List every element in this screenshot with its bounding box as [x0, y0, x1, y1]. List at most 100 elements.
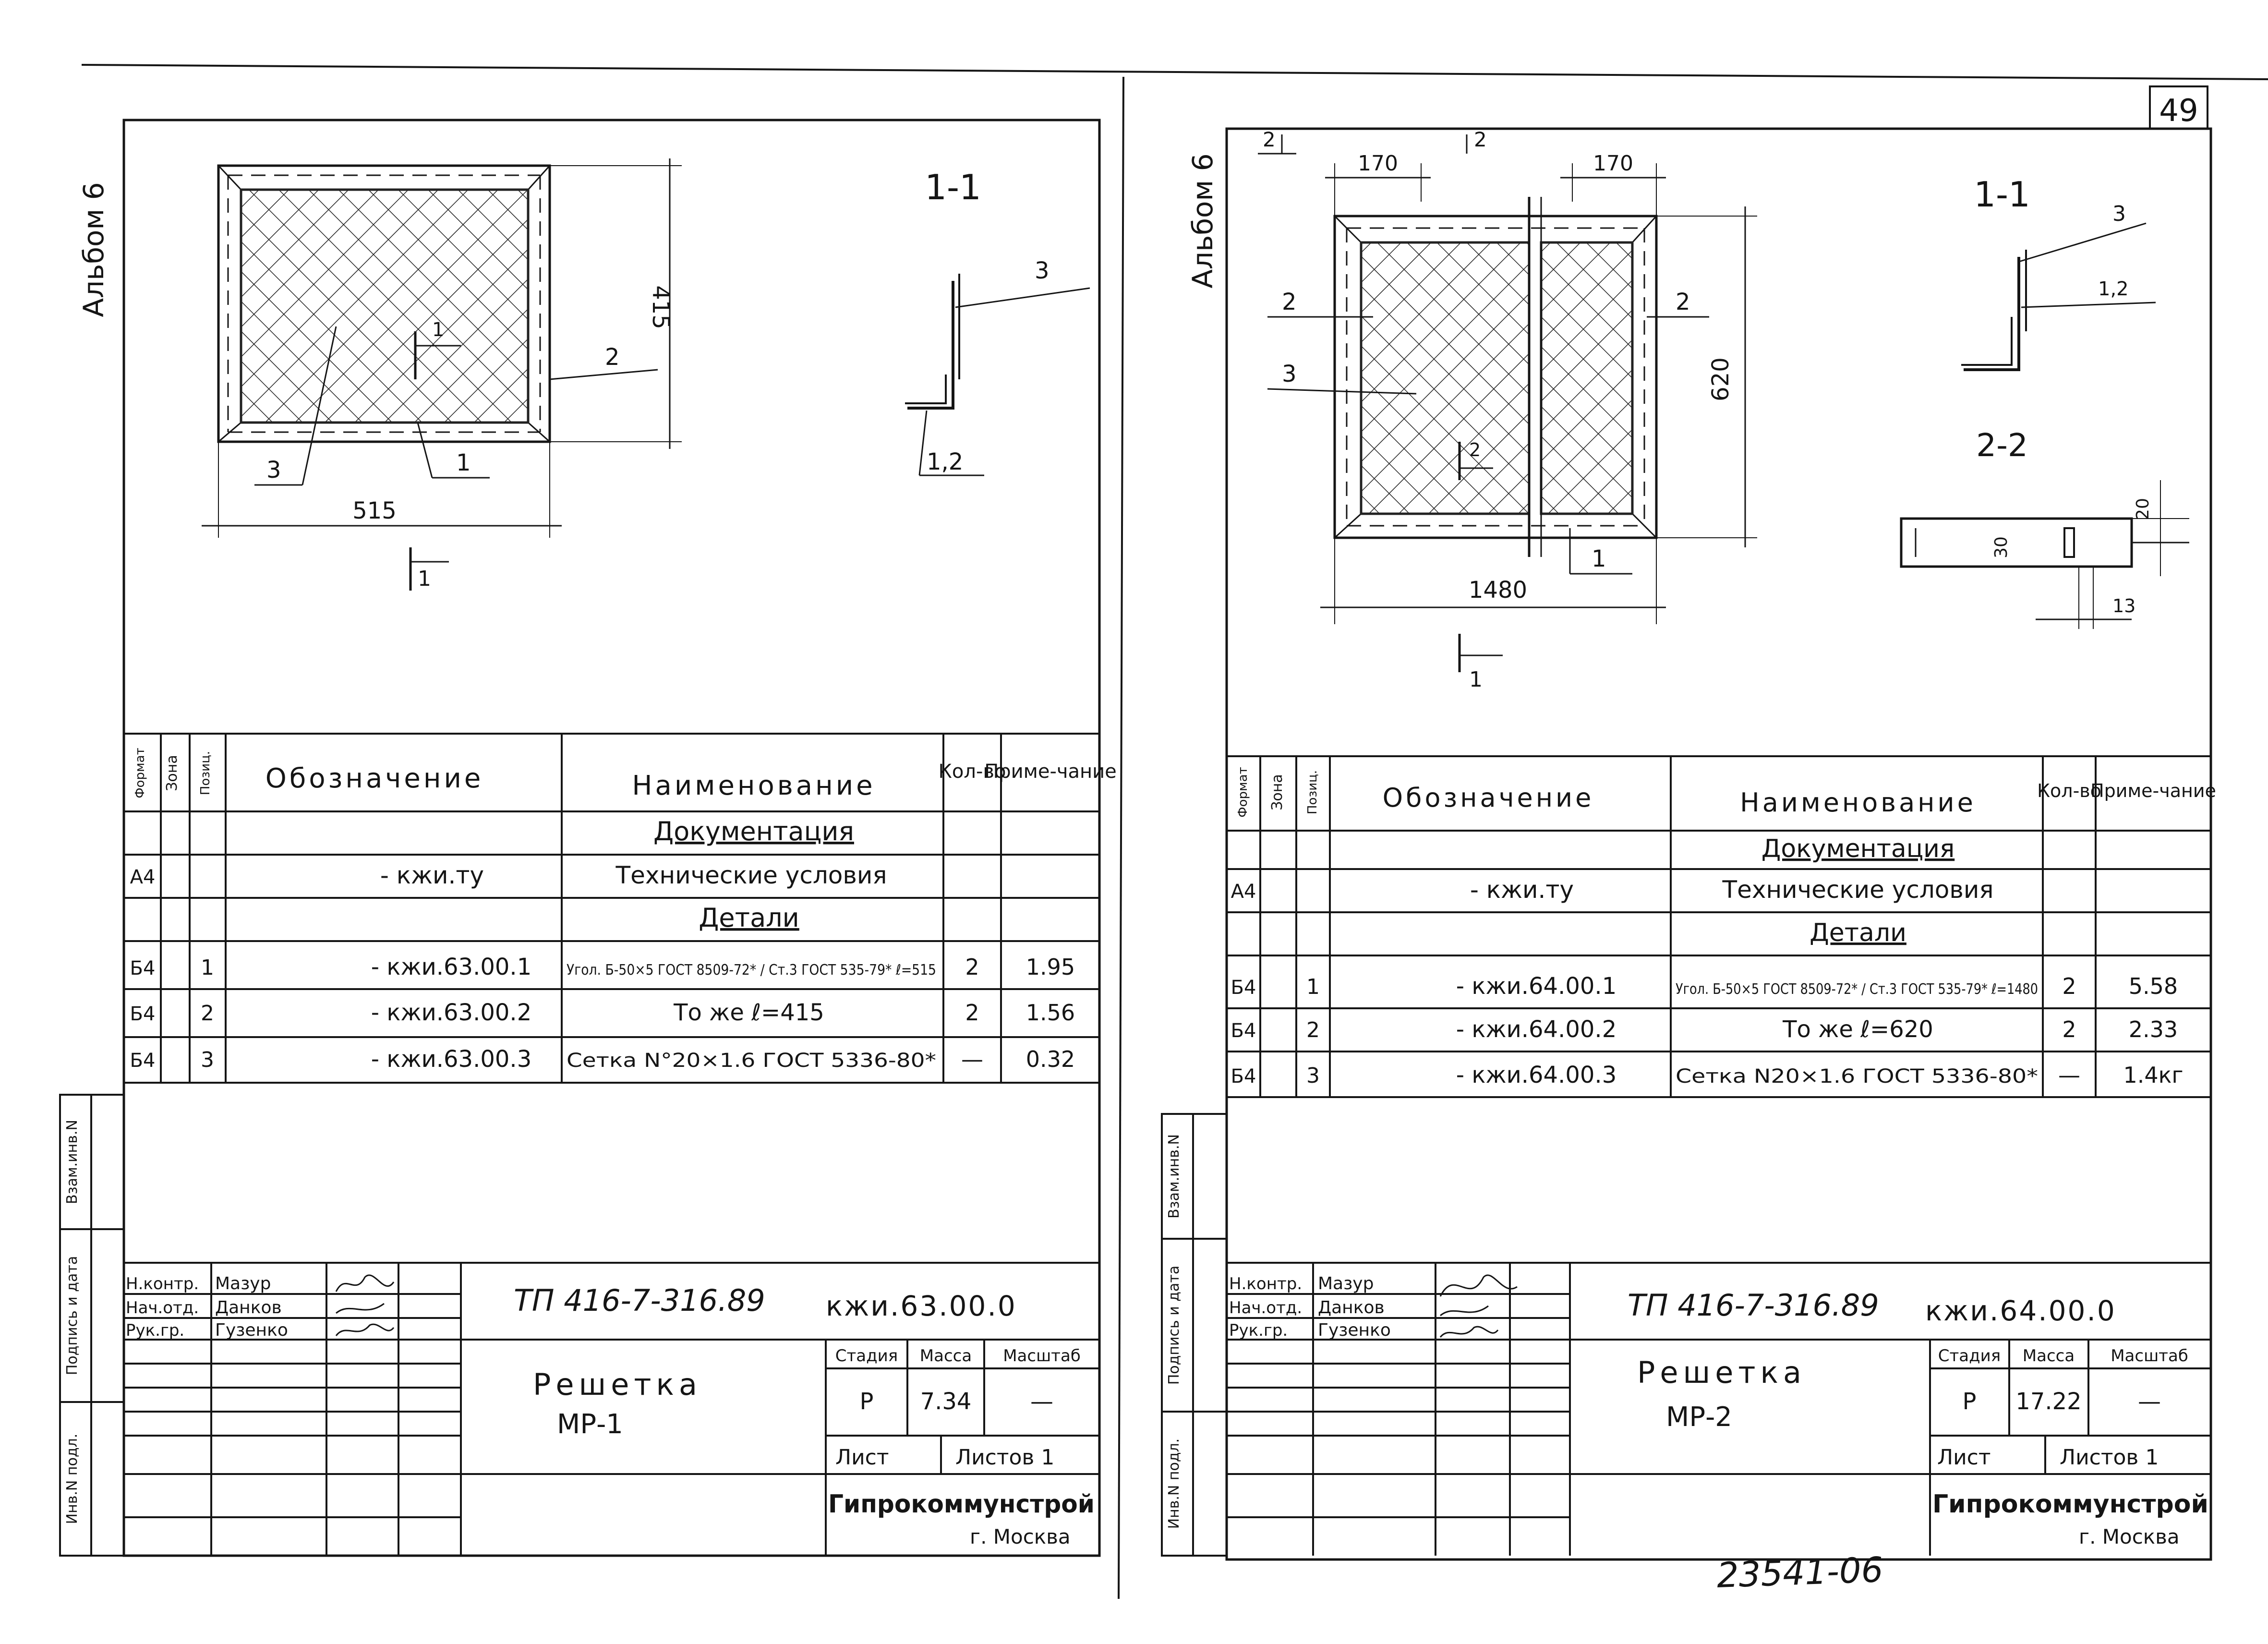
mesh-panel-right	[1540, 241, 1634, 515]
grille-plan-view	[1333, 197, 1658, 557]
section-profile: 3 1,2	[905, 257, 1090, 476]
svg-text:170: 170	[1358, 151, 1398, 176]
svg-text:1.95: 1.95	[1026, 954, 1075, 980]
svg-text:3: 3	[201, 1048, 214, 1072]
header-format: Формат	[133, 748, 147, 798]
svg-text:1.4кг: 1.4кг	[2123, 1062, 2183, 1088]
table-row: Б4 3 - кжи.64.00.3 Сетка N20×1.6 ГОСТ 53…	[1231, 1062, 2184, 1088]
svg-text:Сетка N20×1.6 ГОСТ 5336-80*: Сетка N20×1.6 ГОСТ 5336-80*	[1676, 1065, 2038, 1088]
section-title: 1-1	[1974, 174, 2030, 215]
svg-text:1: 1	[1469, 667, 1483, 692]
svg-text:Детали: Детали	[699, 903, 799, 933]
svg-text:- кжи.63.00.3: - кжи.63.00.3	[371, 1046, 531, 1073]
doc-number: ТП 416-7-316.89	[1628, 1288, 1879, 1323]
signatures	[335, 1274, 395, 1336]
svg-text:Б4: Б4	[130, 1050, 156, 1072]
role-3: Рук.гр.	[1229, 1321, 1288, 1340]
svg-text:То же ℓ=415: То же ℓ=415	[673, 999, 824, 1026]
svg-text:1480: 1480	[1469, 577, 1527, 604]
table-row: Б4 1 - кжи.64.00.1 Угол. Б-50×5 ГОСТ 850…	[1231, 973, 2178, 1000]
header-format: Формат	[1236, 767, 1250, 818]
organization: Гипрокоммунстрой	[1932, 1490, 2208, 1519]
stage-label: Стадия	[835, 1346, 898, 1366]
callout-1: 1	[417, 422, 490, 479]
sheet-left: Альбом 6 1 415 515	[59, 119, 1117, 1557]
name-2: Данков	[1318, 1298, 1385, 1318]
svg-text:2: 2	[1469, 439, 1481, 460]
header-qty: Кол-во	[939, 761, 1006, 783]
svg-text:620: 620	[1707, 357, 1734, 401]
stamp-inv-orig: Инв.N подл.	[1166, 1438, 1182, 1529]
svg-text:А4: А4	[1231, 881, 1256, 903]
item-mark: МР-2	[1666, 1402, 1732, 1433]
mass-value: 7.34	[920, 1388, 972, 1415]
table-row: Детали	[699, 903, 799, 933]
svg-text:Технические условия: Технические условия	[615, 861, 887, 889]
dimension-width: 1480	[1320, 538, 1666, 624]
item-name: Решетка	[533, 1367, 702, 1402]
svg-text:То же ℓ=620: То же ℓ=620	[1782, 1016, 1933, 1043]
name-3: Гузенко	[215, 1320, 288, 1340]
section-callout-12: 1,2	[927, 448, 963, 475]
section-cut-marker: 1	[414, 319, 461, 379]
mass-value: 17.22	[2015, 1388, 2081, 1415]
svg-text:—: —	[961, 1046, 983, 1072]
section-profile: 3 1,2	[1961, 202, 2156, 371]
table-row: А4 - кжи.ту Технические условия	[130, 861, 887, 889]
svg-text:Документация: Документация	[1761, 834, 1954, 863]
stamp-replace: Взам.инв.N	[64, 1120, 81, 1204]
svg-text:2: 2	[1676, 289, 1690, 315]
callout-2-right: 2	[1647, 289, 1709, 318]
svg-text:Б4: Б4	[130, 957, 156, 979]
sheet-frame	[122, 119, 1101, 1557]
dimension-height: 415	[550, 158, 682, 449]
sheet-label: Лист	[1937, 1445, 1991, 1470]
svg-text:- кжи.ту: - кжи.ту	[1470, 876, 1574, 904]
scale-label: Масштаб	[1003, 1346, 1081, 1366]
svg-text:1: 1	[1592, 545, 1606, 572]
sheet-frame	[1225, 127, 2212, 1561]
header-designation: Обозначение	[265, 763, 484, 794]
header-note: Приме-чание	[984, 761, 1117, 783]
svg-text:Документация: Документация	[653, 816, 854, 846]
gap-marks: 2 2	[1258, 128, 1487, 155]
role-1: Н.контр.	[1229, 1274, 1302, 1293]
sheets-label: Листов 1	[2060, 1445, 2159, 1470]
table-row: Б4 1 - кжи.63.00.1 Угол. Б-50×5 ГОСТ 850…	[130, 954, 1075, 980]
header-zone: Зона	[164, 755, 181, 791]
svg-text:170: 170	[1593, 151, 1633, 176]
section-title-2: 2-2	[1976, 427, 2028, 464]
header-qty: Кол-во	[2037, 780, 2101, 801]
doc-number: ТП 416-7-316.89	[514, 1283, 765, 1318]
role-2: Нач.отд.	[1229, 1298, 1302, 1318]
svg-text:Б4: Б4	[1231, 1065, 1256, 1088]
name-3: Гузенко	[1318, 1320, 1391, 1340]
svg-text:2: 2	[201, 1001, 214, 1026]
page-number: 49	[2159, 93, 2198, 129]
svg-text:Детали: Детали	[1810, 919, 1906, 947]
callout-3: 3	[254, 326, 337, 486]
mass-label: Масса	[2023, 1346, 2075, 1366]
stamp-replace: Взам.инв.N	[1166, 1134, 1182, 1219]
sheets-label: Листов 1	[955, 1445, 1054, 1470]
header-pos: Позиц.	[198, 751, 213, 795]
svg-text:- кжи.64.00.2: - кжи.64.00.2	[1456, 1016, 1617, 1043]
dimension-width: 515	[202, 442, 562, 538]
name-1: Мазур	[215, 1274, 271, 1293]
table-row: Документация	[653, 816, 854, 846]
section-callout-12: 1,2	[2098, 278, 2129, 300]
svg-text:2: 2	[1306, 1018, 1320, 1042]
doc-code: кжи.63.00.0	[826, 1290, 1017, 1322]
scale-value: —	[2138, 1388, 2161, 1415]
svg-text:1: 1	[1306, 975, 1320, 999]
bottom-stamp: 23541-06	[1716, 1549, 1883, 1596]
section-mark-bottom: 1	[1458, 634, 1503, 692]
svg-text:1: 1	[201, 955, 214, 980]
title-block	[124, 1262, 1099, 1556]
svg-text:Б4: Б4	[1231, 977, 1256, 999]
svg-text:Технические условия: Технические условия	[1722, 876, 1994, 904]
svg-text:- кжи.64.00.3: - кжи.64.00.3	[1456, 1062, 1617, 1088]
stage-label: Стадия	[1938, 1346, 2001, 1366]
header-designation: Обозначение	[1383, 783, 1594, 813]
